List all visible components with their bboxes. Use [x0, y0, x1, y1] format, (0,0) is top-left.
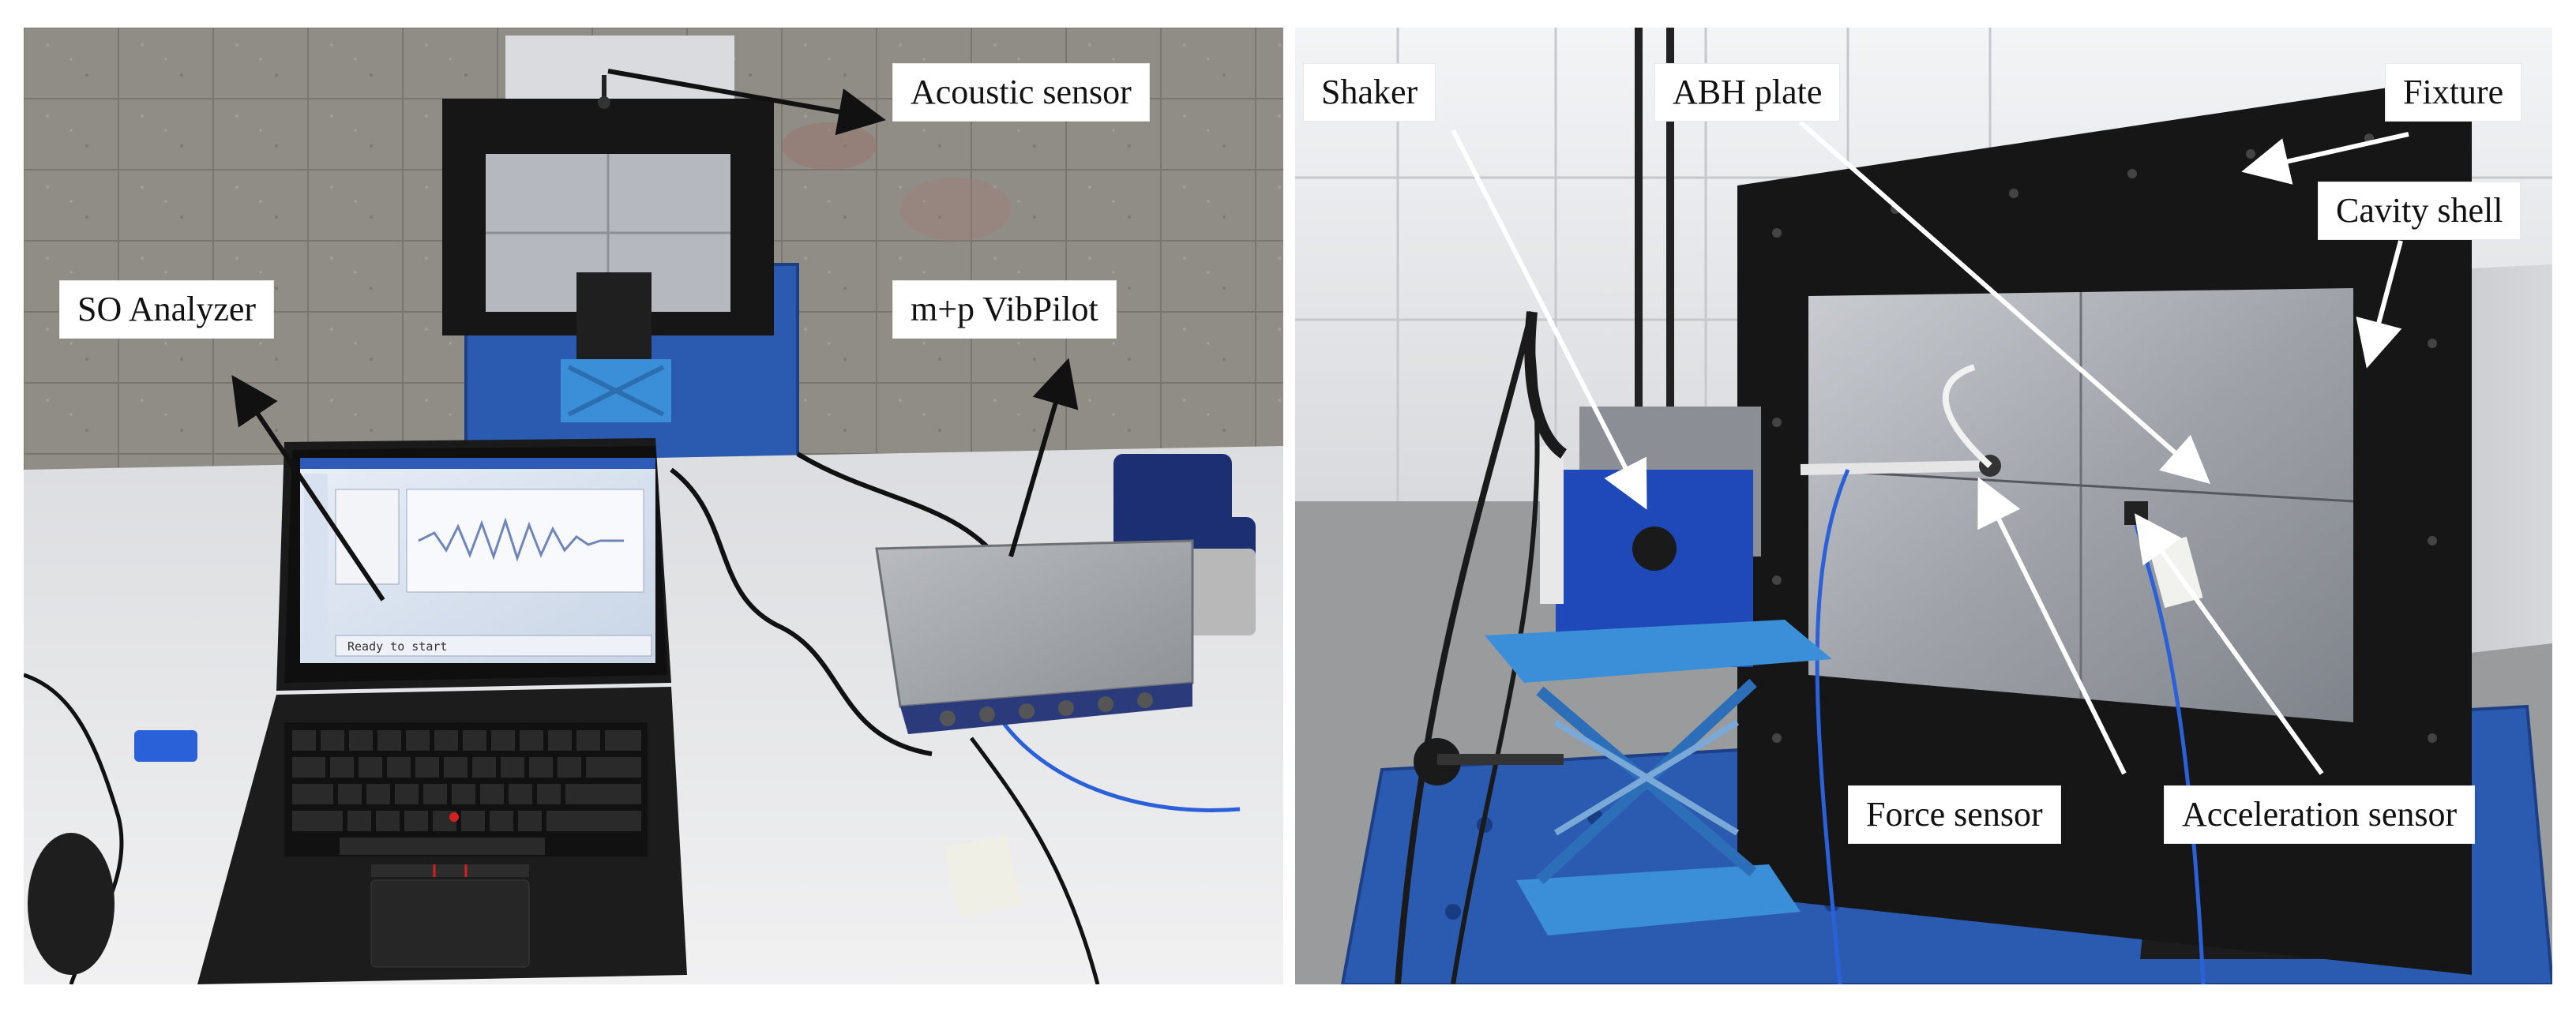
right-photo-panel: Shaker ABH plate Fixture Cavity shell Fo…: [1295, 28, 2552, 984]
arrow-acoustic-sensor: [607, 69, 886, 136]
screen-titlebar: [300, 458, 655, 469]
keyboard: [284, 722, 648, 856]
arrow-cavity-shell: [2356, 240, 2403, 369]
dark-pole: [1635, 28, 1643, 438]
arrow-fixture: [2241, 132, 2409, 185]
trackpad-buttons: [371, 864, 529, 877]
label-cavity-shell: Cavity shell: [2318, 182, 2522, 240]
label-abh-plate: ABH plate: [1654, 63, 1841, 122]
blue-cable: [1815, 469, 1850, 984]
accelerometer: [2124, 501, 2148, 525]
black-cable: [969, 737, 1100, 984]
plate-seam: [1808, 468, 2354, 503]
trackpoint-dot: [449, 812, 459, 822]
arrow-force-sensor: [1977, 477, 2127, 775]
mouse: [28, 833, 115, 975]
cable-tag: [944, 834, 1022, 918]
usb-dongle: [134, 730, 197, 762]
label-acceleration-sensor: Acceleration sensor: [2164, 785, 2476, 844]
status-text: Ready to start: [347, 639, 447, 654]
screen-panel: [335, 489, 400, 585]
label-force-sensor: Force sensor: [1848, 785, 2061, 844]
frame-bolts: [1772, 133, 2437, 743]
label-acoustic-sensor: Acoustic sensor: [892, 63, 1150, 122]
scissor-jack: [1414, 620, 1832, 935]
acoustic-sensor-icon: [598, 96, 610, 109]
arrow-so-analyzer: [231, 375, 385, 602]
arrow-acceleration-sensor: [2134, 513, 2324, 775]
floor-stain: [900, 178, 1011, 241]
arrow-shaker: [1451, 129, 1647, 510]
left-photo-scene: Ready to start: [24, 28, 1283, 984]
screen-waveform: [418, 517, 624, 562]
black-cable: [796, 452, 1005, 566]
status-bar: [335, 635, 652, 657]
trackpad: [370, 879, 530, 968]
arrow-abh-plate: [1799, 120, 2210, 484]
floor-stain: [782, 122, 877, 170]
label-fixture: Fixture: [2385, 63, 2522, 122]
label-so-analyzer: SO Analyzer: [59, 280, 275, 339]
label-vibpilot: m+p VibPilot: [892, 280, 1117, 339]
blue-cable: [1001, 721, 1241, 813]
vibpilot-box: [875, 539, 1194, 708]
shaker-body: [576, 272, 652, 359]
stinger-rod: [1800, 460, 1991, 475]
shaker-cable: [1395, 311, 1535, 984]
black-cable: [670, 467, 933, 756]
bnc-connector-row: [940, 692, 1153, 726]
label-shaker: Shaker: [1303, 63, 1436, 122]
left-photo-panel: Ready to start: [24, 28, 1283, 984]
vibpilot-front: [900, 683, 1192, 734]
sensor-cable-white: [1942, 364, 1992, 468]
laptop-icon: Ready to start: [197, 438, 687, 984]
dark-pole: [1666, 28, 1674, 438]
jack-arm: [567, 365, 665, 417]
arrow-vibpilot: [1008, 358, 1079, 557]
